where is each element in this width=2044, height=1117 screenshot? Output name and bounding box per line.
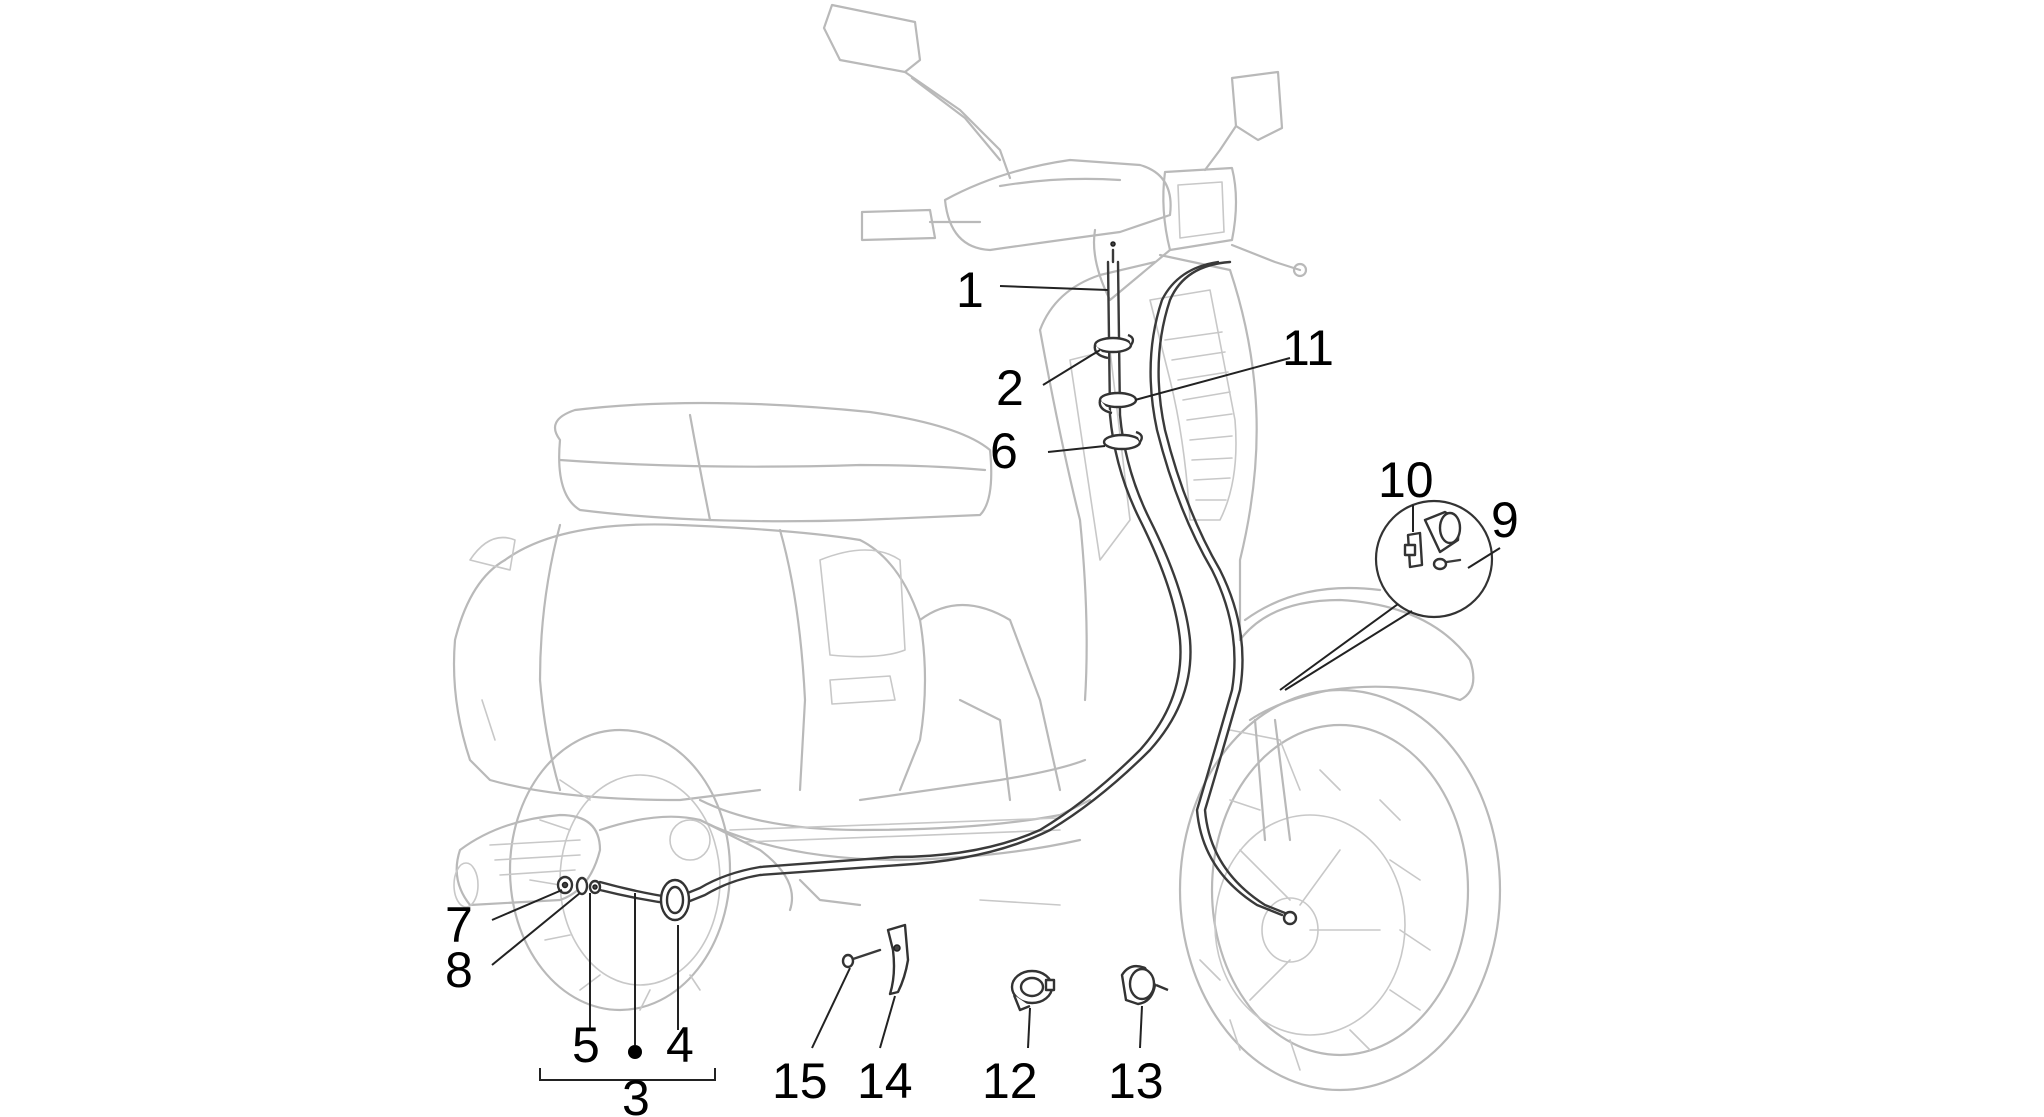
bracket-part-14 [886,923,910,996]
clip-part-11 [1098,391,1138,415]
clamp-part-12 [1010,969,1056,1012]
scooter-outline [452,3,1502,1092]
leader-lines [491,285,1501,1081]
callout-3: 3 [622,1070,650,1117]
clip-part-6 [1102,430,1143,451]
clip-part-2 [1093,333,1135,360]
callout-10: 10 [1378,452,1434,508]
speedometer-cable [678,260,1192,907]
callout-2: 2 [996,360,1024,416]
nut-part-5 [588,879,602,895]
callout-12: 12 [982,1053,1038,1109]
callout-11: 11 [1282,320,1334,376]
cable-routing [598,241,1298,926]
callout-9: 9 [1491,492,1519,548]
assembly-dot [628,1045,642,1059]
nut-part-7 [556,875,574,895]
callout-13: 13 [1108,1053,1164,1109]
drive-part-13 [1120,964,1169,1006]
callout-labels: 1 2 3 4 5 6 7 8 9 10 11 12 13 14 15 [445,262,1519,1117]
washer-part-8 [575,876,589,896]
callout-5: 5 [572,1017,600,1073]
front-brake-cable [1157,260,1292,917]
callout-15: 15 [772,1053,828,1109]
callout-1: 1 [956,262,984,318]
inset-detail [1279,499,1494,691]
callout-8: 8 [445,942,473,998]
callout-6: 6 [990,423,1018,479]
parts [556,333,1494,1012]
clamp-part-4 [659,878,691,922]
callout-14: 14 [857,1053,913,1109]
callout-7: 7 [445,897,473,953]
callout-4: 4 [666,1017,694,1073]
screw-part-15 [841,948,882,969]
